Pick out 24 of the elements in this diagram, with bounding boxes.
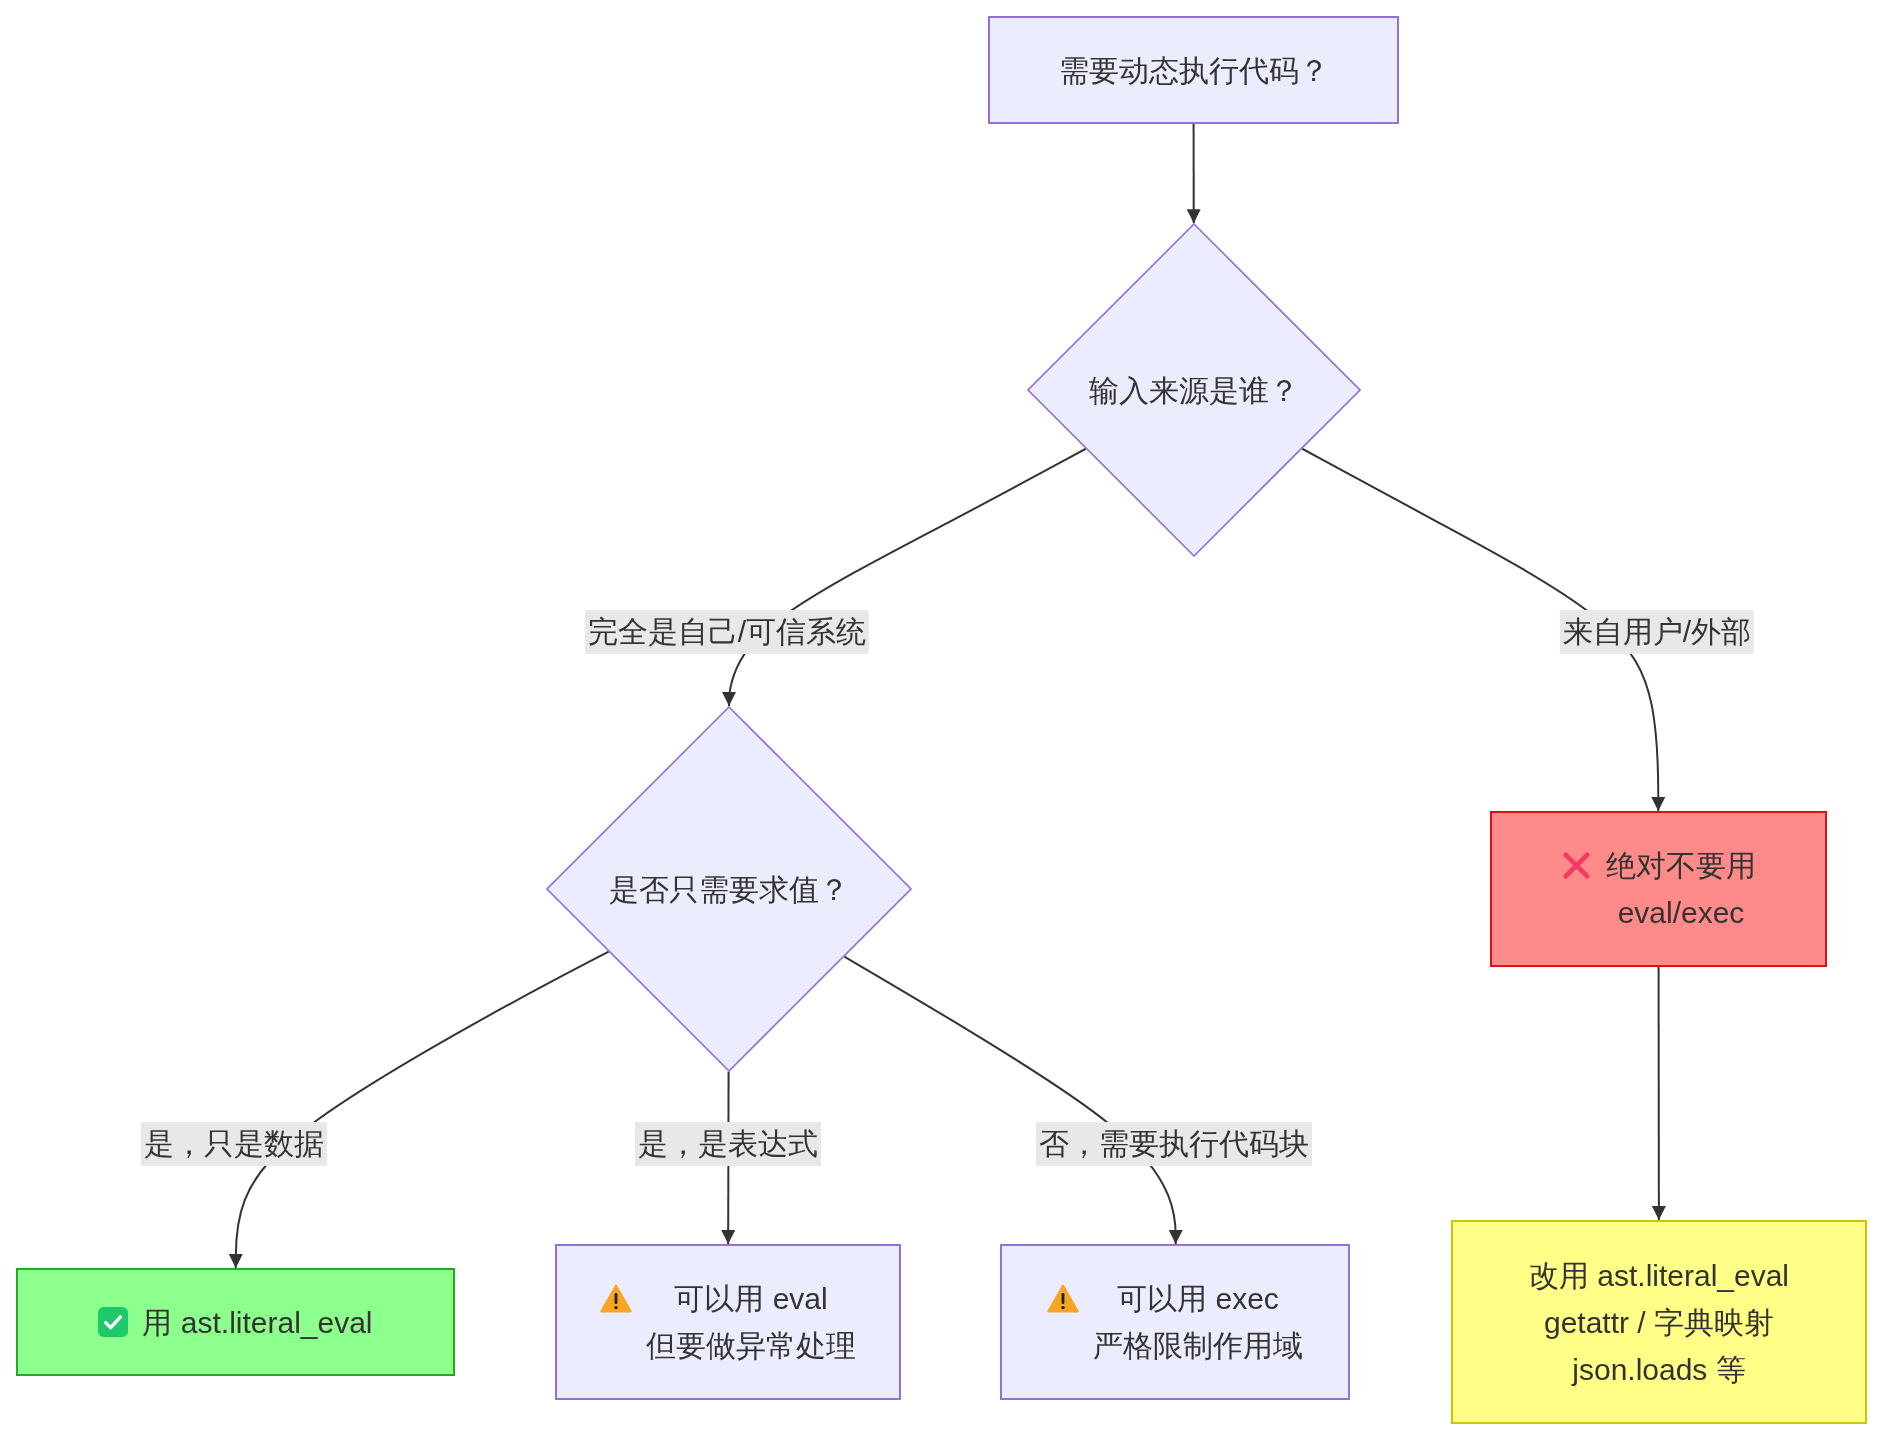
arrow [1651, 966, 1666, 1221]
node-text: 需要动态执行代码？ [1058, 52, 1329, 89]
process-box [1000, 1244, 1350, 1400]
result-box [16, 1268, 455, 1376]
edge-label: 否，需要执行代码块 [1036, 1122, 1312, 1166]
arrow [1301, 447, 1666, 812]
edge-label: 是，只是数据 [141, 1122, 327, 1166]
node-text: 是否只需要求值？ [609, 871, 849, 908]
warning-box [1490, 811, 1827, 967]
edge-label: 完全是自己/可信系统 [584, 610, 870, 654]
node-text: 用 ast.literal_eval [142, 1304, 373, 1341]
node-text: 输入来源是谁？ [1089, 372, 1299, 409]
arrow [1186, 123, 1201, 225]
process-box [555, 1244, 901, 1400]
decision-diamond [546, 706, 912, 1072]
note-box [1451, 1220, 1867, 1424]
decision-diamond [1027, 223, 1361, 557]
edge-label: 是，是表达式 [635, 1122, 821, 1166]
node-text: 可以用 eval 但要做异常处理 [646, 1281, 856, 1364]
process-box [988, 16, 1399, 124]
edge-label: 来自用户/外部 [1559, 610, 1755, 654]
node-text: 可以用 exec 严格限制作用域 [1093, 1281, 1303, 1364]
node-text: 绝对不要用 eval/exec [1606, 848, 1756, 931]
node-text: 改用 ast.literal_eval getattr / 字典映射 json.loads 等 [1527, 1257, 1791, 1388]
